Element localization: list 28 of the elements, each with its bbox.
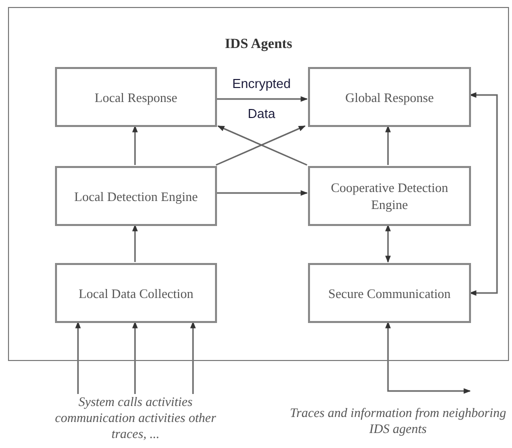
arrow (132, 321, 138, 394)
box-label: Secure Communication (328, 284, 451, 302)
box-label: Local Detection Engine (74, 188, 198, 204)
arrow (190, 321, 196, 394)
process-box (55, 166, 217, 226)
arrow (75, 321, 81, 394)
source-note-text: System calls activities communication activities other traces, ... (54, 394, 218, 442)
process-box (308, 263, 471, 323)
arrow (132, 224, 138, 262)
box-label: Cooperative Detection Engine (330, 179, 450, 213)
arrow (385, 125, 391, 165)
process-box (308, 67, 471, 127)
arrow (216, 96, 308, 102)
process-box (55, 67, 217, 127)
box-label: Local Data Collection (78, 284, 194, 302)
arrow (216, 190, 308, 196)
process-box (55, 263, 217, 323)
source-note-text: Traces and information from neighboring IDS agents (288, 405, 508, 437)
frame-title: IDS Agents (224, 36, 294, 54)
box-label: Local Response (94, 88, 178, 106)
edge-label: Encrypted Data (231, 75, 292, 123)
arrow (385, 224, 391, 263)
agent-frame (8, 7, 509, 361)
arrow (469, 92, 498, 296)
arrow (385, 321, 471, 394)
arrow (132, 125, 138, 165)
box-label: Global Response (345, 88, 434, 106)
process-box (308, 166, 471, 226)
